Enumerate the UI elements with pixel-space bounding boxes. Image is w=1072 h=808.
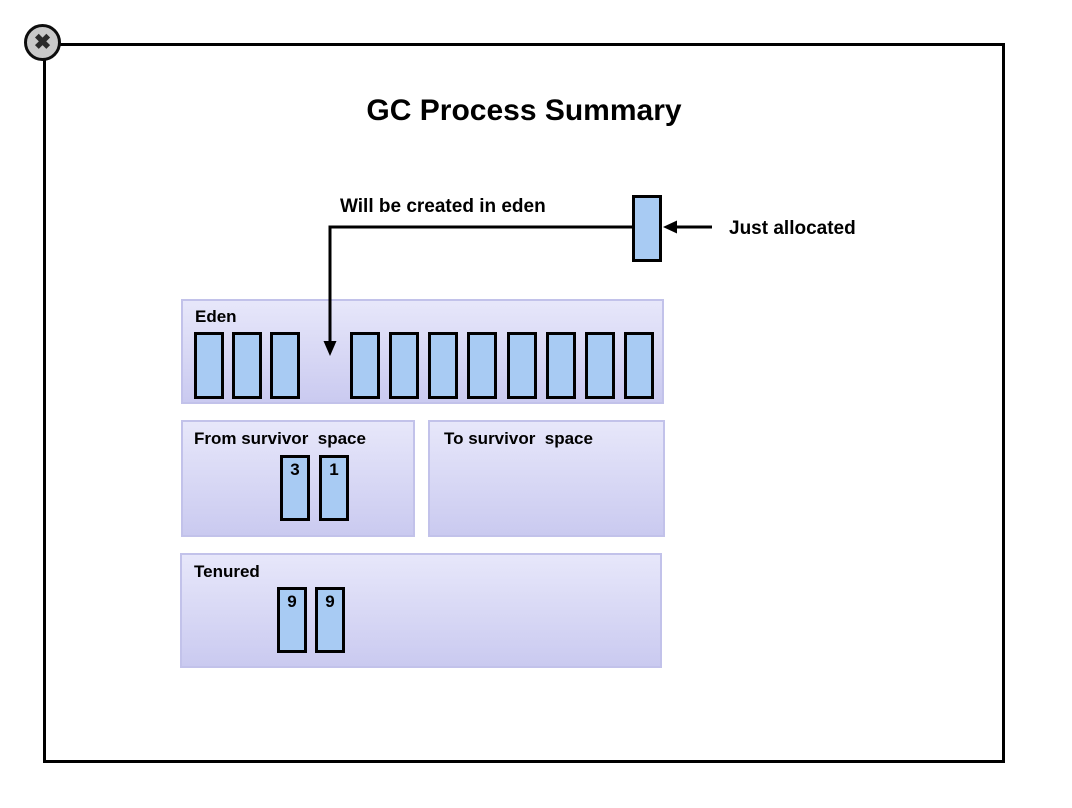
just-allocated-cell <box>632 195 662 262</box>
tenured-label: Tenured <box>194 562 260 581</box>
to-survivor-region: To survivor space <box>428 420 665 537</box>
eden-cell <box>546 332 576 399</box>
created-in-eden-label: Will be created in eden <box>340 196 546 217</box>
survivor-cell: 1 <box>319 455 349 521</box>
from-survivor-region: From survivor space 3 1 <box>181 420 415 537</box>
eden-cell <box>194 332 224 399</box>
eden-cell <box>467 332 497 399</box>
eden-cell <box>350 332 380 399</box>
just-allocated-label: Just allocated <box>729 218 856 239</box>
eden-cell <box>585 332 615 399</box>
eden-cell <box>624 332 654 399</box>
tenured-cell: 9 <box>277 587 307 653</box>
page-title: GC Process Summary <box>366 94 682 127</box>
eden-cell <box>428 332 458 399</box>
tenured-region: Tenured 9 9 <box>180 553 662 668</box>
eden-cell <box>270 332 300 399</box>
from-survivor-label: From survivor space <box>194 429 366 448</box>
tenured-cell: 9 <box>315 587 345 653</box>
close-icon: ✖ <box>33 31 52 54</box>
to-survivor-label: To survivor space <box>444 429 593 448</box>
eden-cell <box>507 332 537 399</box>
close-button[interactable]: ✖ <box>24 24 61 61</box>
eden-region: Eden <box>181 299 664 404</box>
survivor-cell: 3 <box>280 455 310 521</box>
eden-label: Eden <box>195 307 237 326</box>
eden-cell <box>389 332 419 399</box>
eden-cell <box>232 332 262 399</box>
